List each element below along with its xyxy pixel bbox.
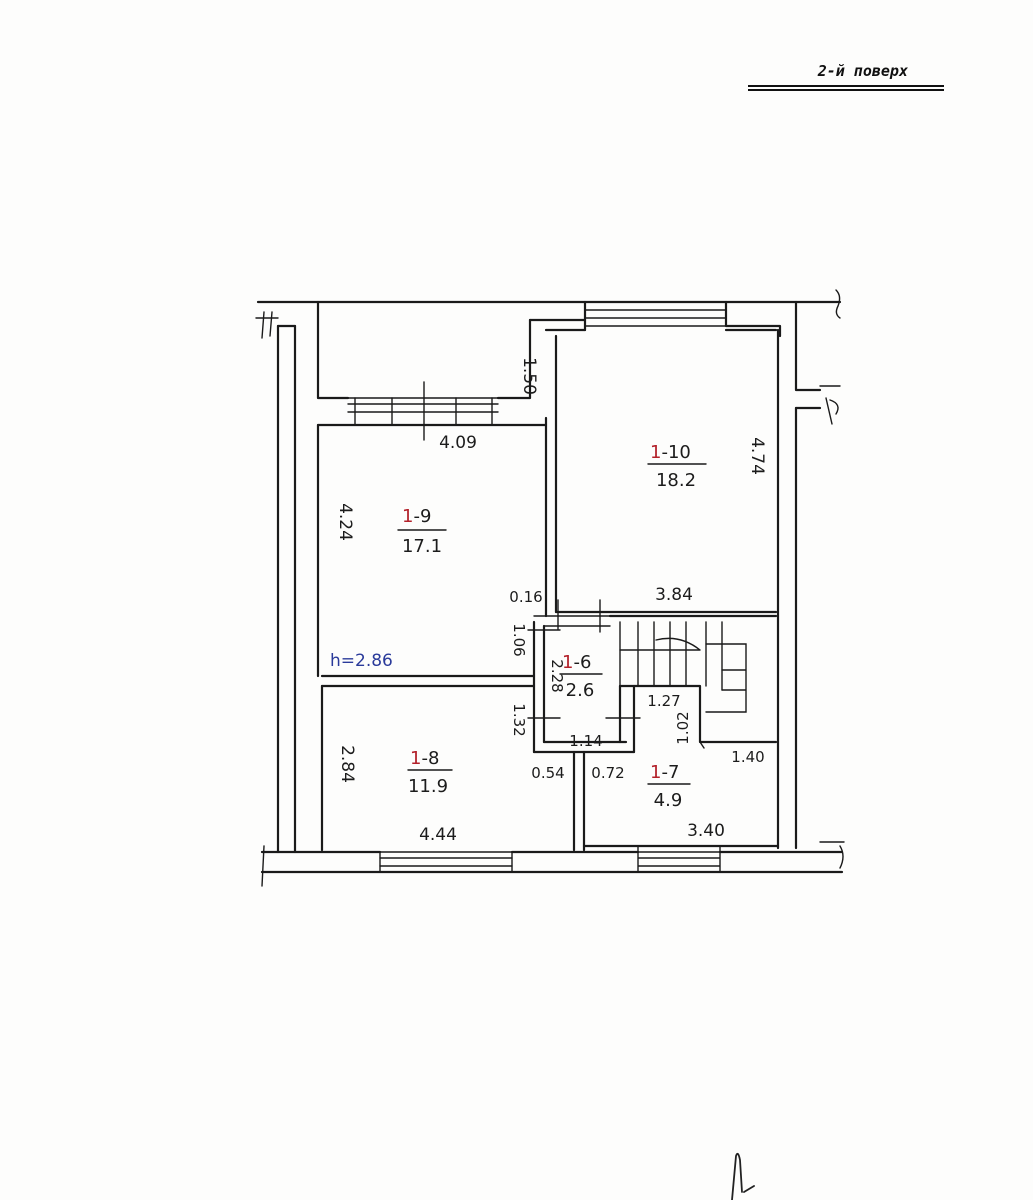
room6-number: -6 bbox=[573, 652, 591, 673]
dim-partition-thickness: 0.16 bbox=[509, 588, 542, 606]
dim-room8-width: 4.44 bbox=[419, 825, 457, 845]
room9-prefix: 1 bbox=[402, 506, 413, 527]
interior-walls bbox=[316, 334, 780, 852]
dim-wall-right-seg: 0.72 bbox=[591, 764, 624, 782]
balcony-left-wall bbox=[316, 300, 350, 400]
right-top-break-mark bbox=[835, 289, 841, 319]
dim-room10-depth: 4.74 bbox=[747, 437, 767, 475]
room9-area: 17.1 bbox=[402, 536, 442, 557]
partition-8-7 bbox=[572, 750, 586, 852]
dim-room7-width: 3.40 bbox=[687, 821, 725, 841]
room7-number: -7 bbox=[661, 762, 679, 783]
balcony-door bbox=[347, 397, 499, 426]
balcony-door-mullions bbox=[354, 381, 493, 441]
dim-hall-lower: 1.32 bbox=[510, 703, 528, 736]
room8-prefix: 1 bbox=[410, 748, 421, 769]
right-outer-wall bbox=[776, 328, 798, 850]
room8-number: -8 bbox=[421, 748, 439, 769]
right-top-outer bbox=[794, 300, 822, 392]
title-underline-double bbox=[748, 89, 944, 91]
title-underline bbox=[748, 85, 944, 87]
outer-walls bbox=[255, 289, 845, 887]
partition-9-8 bbox=[320, 674, 536, 688]
bottom-break-marks bbox=[261, 841, 845, 887]
dimension-labels: 1.50 4.09 4.24 4.74 0.16 3.84 1.06 2.28 … bbox=[330, 357, 767, 845]
room6-prefix: 1 bbox=[562, 652, 573, 673]
dim-hall-length: 2.28 bbox=[548, 659, 566, 692]
dim-room9-width: 4.09 bbox=[439, 433, 477, 453]
room8-code: 1-8 bbox=[410, 748, 439, 769]
partition-9-10 bbox=[544, 334, 558, 618]
hall-left-wall bbox=[532, 620, 546, 754]
room8-window-jambs bbox=[379, 851, 513, 873]
room10-number: -10 bbox=[661, 442, 690, 463]
room9-number: -9 bbox=[413, 506, 431, 527]
room10-prefix: 1 bbox=[650, 442, 661, 463]
room8-window bbox=[379, 851, 513, 867]
dim-room9-depth: 4.24 bbox=[335, 503, 355, 541]
right-mid-break-mark bbox=[819, 385, 841, 425]
dim-landing-width: 1.40 bbox=[731, 748, 764, 766]
dim-hall-upper: 1.06 bbox=[510, 623, 528, 656]
hall-right-wall bbox=[618, 684, 636, 754]
room7-prefix: 1 bbox=[650, 762, 661, 783]
dim-stair-depth: 1.02 bbox=[674, 711, 692, 744]
floor-header: 2-й поверх bbox=[748, 58, 944, 98]
dim-stair-width: 1.27 bbox=[647, 692, 680, 710]
floor-title: 2-й поверх bbox=[817, 62, 908, 80]
stair-landing bbox=[705, 643, 747, 713]
room9-code: 1-9 bbox=[402, 506, 431, 527]
room7-area: 4.9 bbox=[654, 790, 683, 811]
dim-hall-width: 1.14 bbox=[569, 732, 602, 750]
room6-code: 1-6 bbox=[562, 652, 591, 673]
hall-door-ticks bbox=[527, 599, 641, 719]
room10-top-left-wall bbox=[528, 300, 587, 332]
room7-code: 1-7 bbox=[650, 762, 679, 783]
balcony-right-wall bbox=[496, 318, 532, 400]
room7-window bbox=[637, 845, 721, 873]
left-top-break-mark bbox=[255, 311, 279, 339]
room10-code: 1-10 bbox=[650, 442, 691, 463]
stair-treads-upper bbox=[619, 621, 723, 691]
signature-mark bbox=[731, 1152, 755, 1200]
stair-arrow bbox=[619, 637, 701, 651]
room10-window bbox=[584, 309, 727, 327]
stair-mark bbox=[699, 741, 705, 749]
room-labels: 1-9 17.1 1-10 18.2 1-6 2.6 1-8 11.9 1-7 … bbox=[397, 442, 707, 811]
hall-top-wall bbox=[533, 615, 611, 627]
room10-top-right-wall bbox=[724, 300, 782, 338]
dim-room8-depth: 2.84 bbox=[337, 745, 357, 783]
room6-area: 2.6 bbox=[566, 680, 595, 701]
dim-room10-width: 3.84 bbox=[655, 585, 693, 605]
room10-area: 18.2 bbox=[656, 470, 696, 491]
dim-balcony-depth: 1.50 bbox=[519, 357, 539, 395]
ceiling-height: h=2.86 bbox=[330, 651, 393, 671]
room8-area: 11.9 bbox=[408, 776, 448, 797]
dim-wall-left-seg: 0.54 bbox=[531, 764, 564, 782]
